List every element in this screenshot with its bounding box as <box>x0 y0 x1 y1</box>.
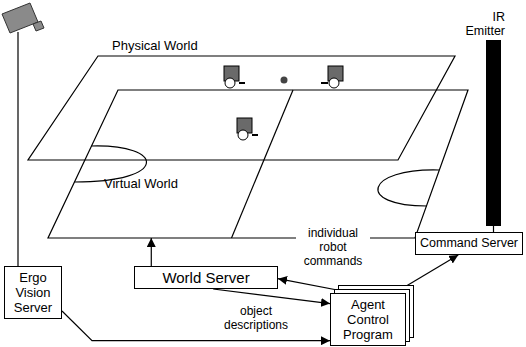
camera-lens <box>33 21 44 31</box>
physical-world-plane: Physical World <box>28 36 456 160</box>
robot <box>224 66 245 88</box>
virtual-world-plane: Virtual World <box>48 90 468 238</box>
connector <box>278 279 353 293</box>
box-label: Ergo Vision Server <box>9 270 57 315</box>
emitter-label: IR Emitter <box>457 10 505 38</box>
connector <box>395 255 459 293</box>
edge-label: individual robot commands <box>296 226 370 268</box>
robot <box>321 66 343 88</box>
ball <box>281 77 288 84</box>
plane-outline <box>28 36 456 160</box>
camera-body <box>2 3 38 33</box>
field-penalty-arc <box>378 170 439 206</box>
camera-cable <box>17 32 18 266</box>
field-midline <box>232 90 294 238</box>
connector <box>151 238 152 266</box>
box-label: Command Server <box>420 236 518 251</box>
plane-label: Virtual World <box>104 176 178 191</box>
plane-label: Physical World <box>112 38 198 53</box>
box-label: Agent Control Program <box>335 297 401 342</box>
plane-outline <box>48 90 468 238</box>
server-box: Ergo Vision Server <box>4 266 62 319</box>
plane-outline <box>48 90 468 238</box>
box-label: World Server <box>139 270 273 285</box>
program-box-stack: Agent Control Program <box>330 293 406 346</box>
server-box: World Server <box>134 266 278 289</box>
connector <box>213 289 330 304</box>
server-box: Command Server <box>415 232 523 255</box>
robot <box>237 118 258 140</box>
edge-label: object descriptions <box>217 304 295 332</box>
ir-emitter: IR Emitter <box>486 40 501 226</box>
